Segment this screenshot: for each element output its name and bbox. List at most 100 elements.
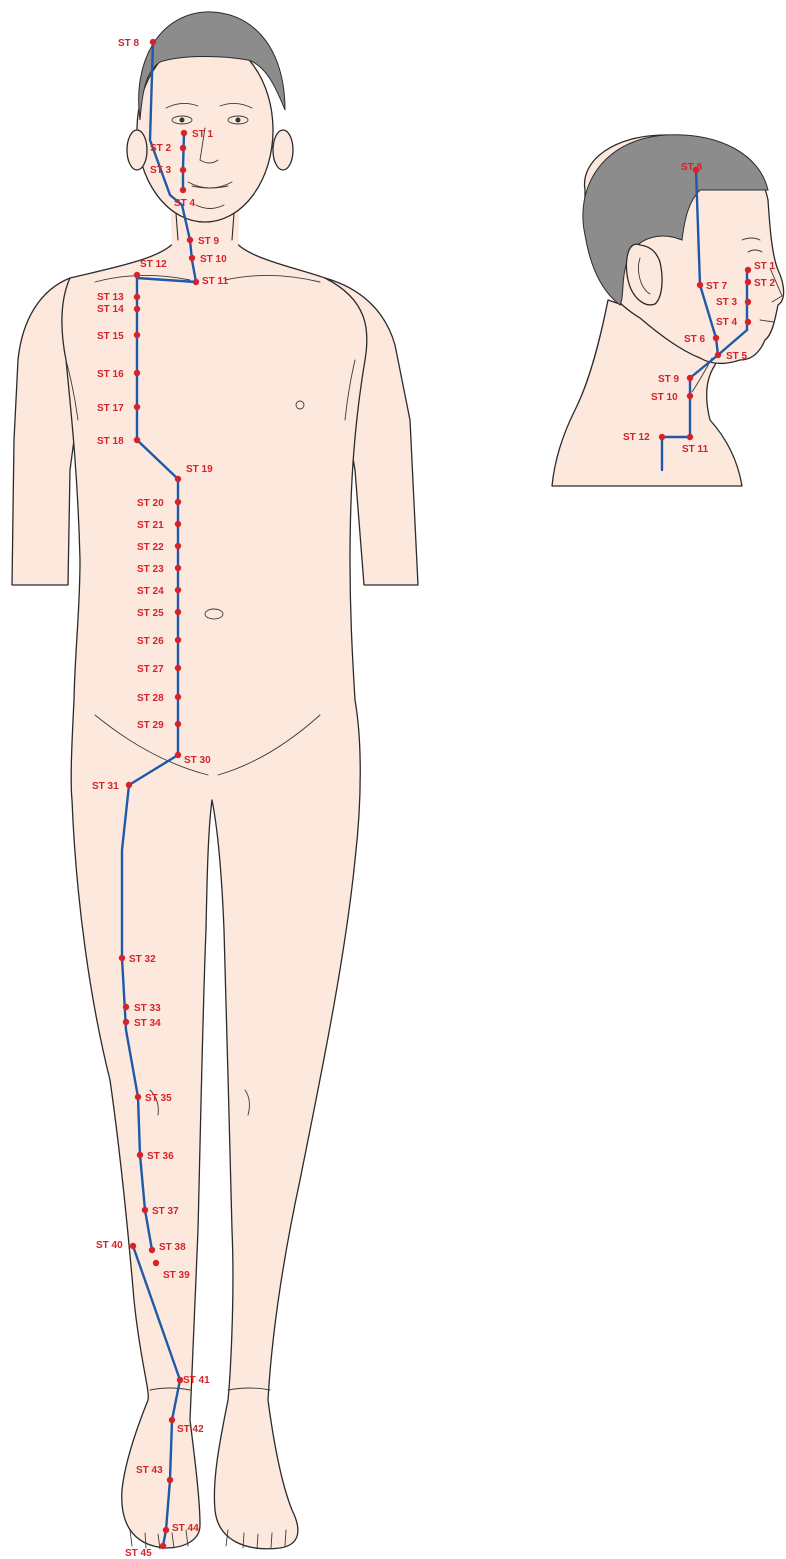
label-st17-front: ST 17 (97, 403, 124, 414)
point-st12-front (134, 272, 140, 278)
point-st1-front (181, 130, 187, 136)
point-st21-front (175, 521, 181, 527)
point-st36-front (137, 1152, 143, 1158)
point-st10-front (189, 255, 195, 261)
meridian-face (183, 133, 184, 190)
label-st28-front: ST 28 (137, 693, 164, 704)
label-st21-front: ST 21 (137, 520, 164, 531)
point-st31-front (126, 782, 132, 788)
label-st8-front: ST 8 (118, 38, 140, 49)
label-st35-front: ST 35 (145, 1093, 172, 1104)
point-st1-side (745, 267, 751, 273)
label-st9-front: ST 9 (198, 236, 220, 247)
point-st3-side (745, 299, 751, 305)
point-st22-front (175, 543, 181, 549)
label-st41-front: ST 41 (183, 1375, 210, 1386)
label-st27-front: ST 27 (137, 664, 164, 675)
label-st20-front: ST 20 (137, 498, 164, 509)
point-st9-side (687, 375, 693, 381)
label-st37-front: ST 37 (152, 1206, 179, 1217)
label-st11-front: ST 11 (202, 276, 229, 287)
label-st38-front: ST 38 (159, 1242, 186, 1253)
label-st32-front: ST 32 (129, 954, 156, 965)
label-st18-front: ST 18 (97, 436, 124, 447)
point-st17-front (134, 404, 140, 410)
point-st40-front (130, 1243, 136, 1249)
ear-right (127, 130, 147, 170)
point-st18-front (134, 437, 140, 443)
point-st14-front (134, 306, 140, 312)
point-st45-front (160, 1543, 166, 1549)
label-st4-front: ST 4 (174, 198, 196, 209)
label-st43-front: ST 43 (136, 1465, 163, 1476)
label-st44-front: ST 44 (172, 1523, 199, 1534)
label-st29-front: ST 29 (137, 720, 164, 731)
point-st44-front (163, 1527, 169, 1533)
label-st2-side: ST 2 (754, 278, 776, 289)
point-st20-front (175, 499, 181, 505)
point-st33-front (123, 1004, 129, 1010)
label-st24-front: ST 24 (137, 586, 164, 597)
point-st2-front (180, 145, 186, 151)
label-st9-side: ST 9 (658, 374, 680, 385)
point-st28-front (175, 694, 181, 700)
point-st38-front (149, 1247, 155, 1253)
label-st26-front: ST 26 (137, 636, 164, 647)
point-st34-front (123, 1019, 129, 1025)
label-st34-front: ST 34 (134, 1018, 161, 1029)
label-st6-side: ST 6 (684, 334, 706, 345)
label-st10-side: ST 10 (651, 392, 678, 403)
label-st39-front: ST 39 (163, 1270, 190, 1281)
label-st14-front: ST 14 (97, 304, 124, 315)
point-st25-front (175, 609, 181, 615)
label-st15-front: ST 15 (97, 331, 124, 342)
point-st6-side (713, 335, 719, 341)
point-st26-front (175, 637, 181, 643)
point-st42-front (169, 1417, 175, 1423)
label-st30-front: ST 30 (184, 755, 211, 766)
label-st2-front: ST 2 (150, 143, 172, 154)
label-st45-front: ST 45 (125, 1548, 152, 1559)
point-st39-front (153, 1260, 159, 1266)
point-st11-side (687, 434, 693, 440)
point-st13-front (134, 294, 140, 300)
label-st25-front: ST 25 (137, 608, 164, 619)
point-st9-front (187, 237, 193, 243)
point-st30-front (175, 752, 181, 758)
point-st7-side (697, 282, 703, 288)
label-st7-side: ST 7 (706, 281, 728, 292)
label-st33-front: ST 33 (134, 1003, 161, 1014)
point-st37-front (142, 1207, 148, 1213)
label-st13-front: ST 13 (97, 292, 124, 303)
label-st16-front: ST 16 (97, 369, 124, 380)
point-st24-front (175, 587, 181, 593)
label-st1-front: ST 1 (192, 129, 214, 140)
point-st29-front (175, 721, 181, 727)
label-st3-front: ST 3 (150, 165, 172, 176)
point-st5-side (715, 352, 721, 358)
label-st8-side: ST 8 (681, 162, 703, 173)
label-st40-front: ST 40 (96, 1240, 123, 1251)
pupil-left (236, 118, 241, 123)
point-st32-front (119, 955, 125, 961)
point-st3-front (180, 167, 186, 173)
label-st36-front: ST 36 (147, 1151, 174, 1162)
label-st22-front: ST 22 (137, 542, 164, 553)
point-st2-side (745, 279, 751, 285)
label-st10-front: ST 10 (200, 254, 227, 265)
point-st35-front (135, 1094, 141, 1100)
point-st11-front (193, 279, 199, 285)
label-st11-side: ST 11 (682, 444, 709, 455)
label-st1-side: ST 1 (754, 261, 776, 272)
label-st3-side: ST 3 (716, 297, 738, 308)
point-st8-front (150, 39, 156, 45)
label-st42-front: ST 42 (177, 1424, 204, 1435)
point-st27-front (175, 665, 181, 671)
point-st19-front (175, 476, 181, 482)
label-st23-front: ST 23 (137, 564, 164, 575)
side-head-figure (552, 135, 784, 486)
ear-left (273, 130, 293, 170)
label-st31-front: ST 31 (92, 781, 119, 792)
label-st5-side: ST 5 (726, 351, 748, 362)
